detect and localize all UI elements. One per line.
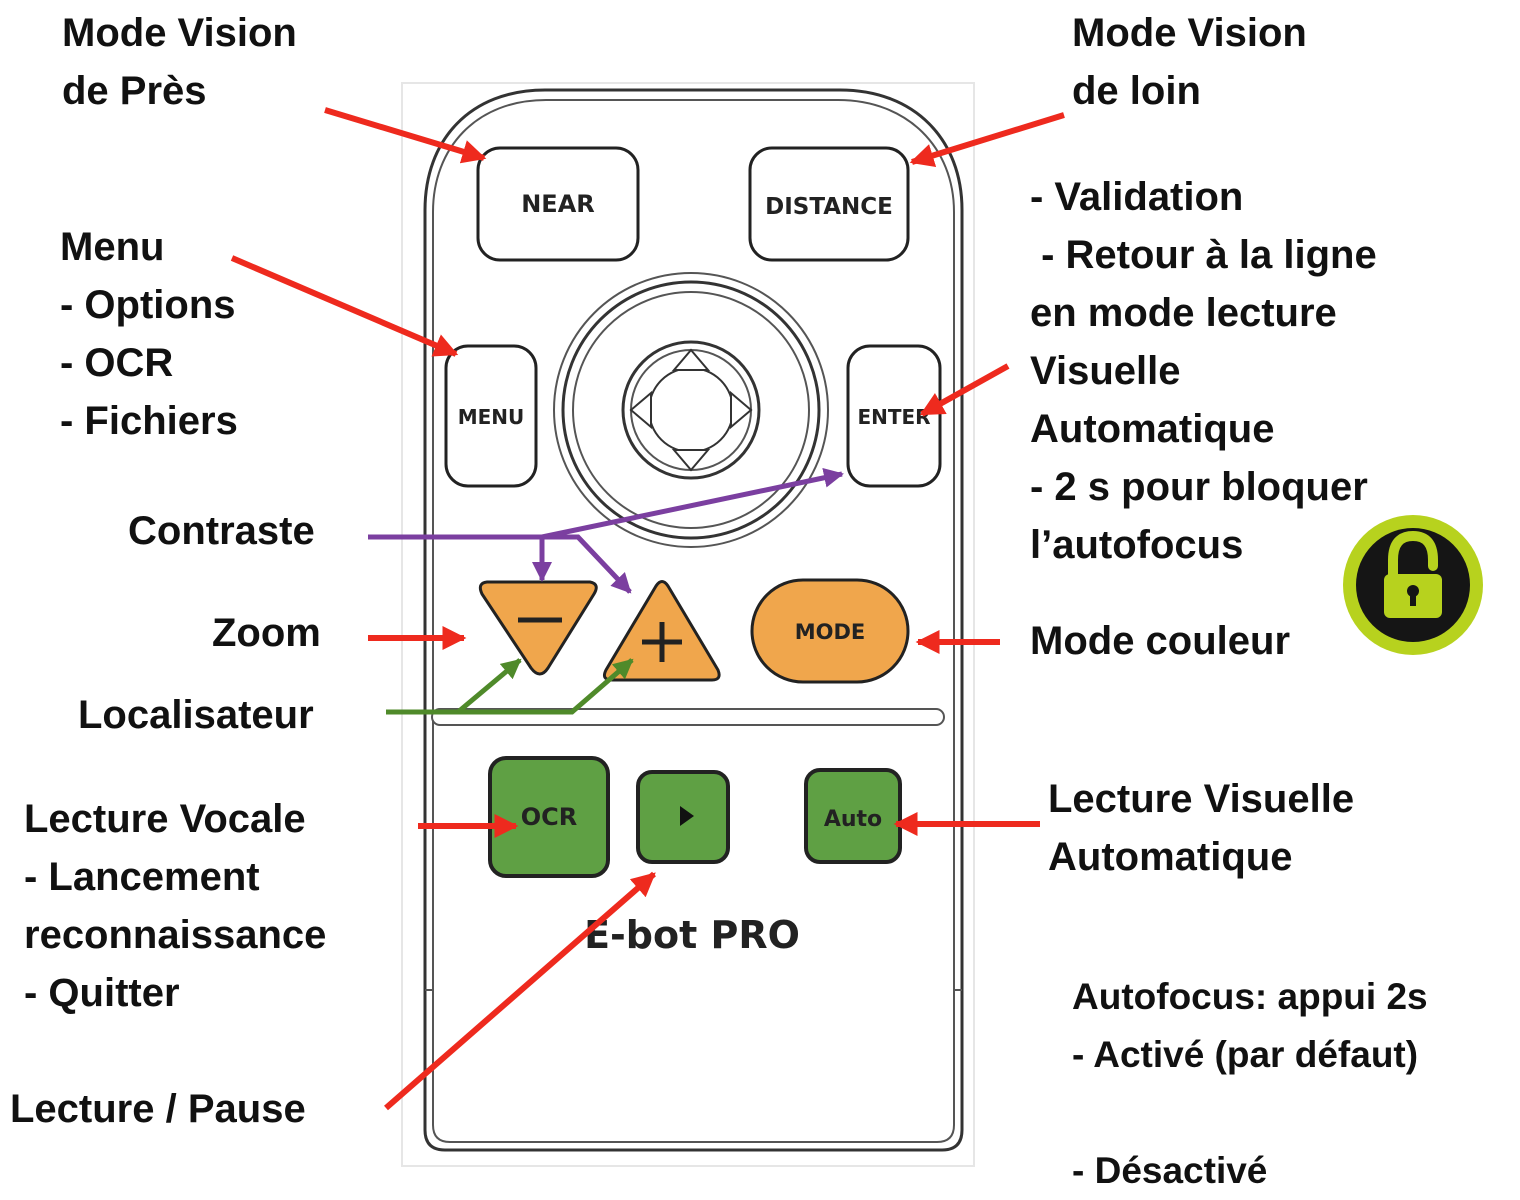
enter-button-label: ENTER bbox=[857, 405, 930, 429]
label-line: Lecture Visuelle bbox=[1048, 777, 1355, 821]
label-line: Menu bbox=[60, 225, 165, 269]
label-ocr: Lecture Vocale - Lancement reconnaissanc… bbox=[24, 790, 326, 1022]
mode-button[interactable]: MODE bbox=[750, 578, 910, 684]
label-line: reconnaissance bbox=[24, 913, 327, 957]
remote-body bbox=[423, 88, 964, 1152]
arrow-locator-plus bbox=[386, 658, 634, 715]
lock-icon bbox=[1343, 515, 1483, 655]
dpad-right-icon[interactable] bbox=[730, 390, 753, 430]
minus-button[interactable] bbox=[478, 580, 598, 676]
plus-button[interactable] bbox=[603, 580, 721, 682]
dpad-icon[interactable] bbox=[553, 272, 829, 548]
arrow-menu bbox=[230, 255, 459, 357]
label-line: - Désactivé bbox=[1072, 1150, 1268, 1191]
distance-button[interactable]: DISTANCE bbox=[748, 146, 910, 262]
label-line: Mode Vision bbox=[1072, 11, 1307, 55]
label-line: - Options bbox=[60, 283, 236, 327]
arrow-contrast-plus bbox=[368, 534, 632, 594]
ocr-button-label: OCR bbox=[521, 803, 578, 831]
label-contrast: Contraste bbox=[128, 509, 315, 553]
label-line: - Activé (par défaut) bbox=[1072, 1034, 1419, 1075]
label-line: Visuelle bbox=[1030, 349, 1181, 393]
purple-arrows bbox=[368, 467, 844, 594]
label-auto-read: Lecture Visuelle Automatique bbox=[1048, 770, 1354, 886]
auto-button[interactable]: Auto bbox=[804, 768, 902, 864]
label-line bbox=[1072, 1084, 1428, 1142]
label-line: de Près bbox=[62, 69, 207, 113]
label-line: - Quitter bbox=[24, 971, 180, 1015]
label-line: Autofocus: appui 2s bbox=[1072, 976, 1428, 1017]
mode-button-label: MODE bbox=[795, 620, 866, 644]
arrow-enter bbox=[919, 363, 1010, 417]
red-arrows bbox=[230, 107, 1065, 1111]
label-line: - Retour à la ligne bbox=[1030, 233, 1377, 277]
arrow-contrast-enter bbox=[541, 467, 844, 540]
label-distance-mode: Mode Vision de loin bbox=[1072, 4, 1307, 120]
dpad-down-icon[interactable] bbox=[671, 449, 711, 472]
auto-button-label: Auto bbox=[824, 807, 882, 832]
label-line: - OCR bbox=[60, 341, 174, 385]
arrow-near bbox=[324, 107, 487, 164]
label-line: - Fichiers bbox=[60, 399, 238, 443]
ocr-button[interactable]: OCR bbox=[488, 756, 610, 878]
distance-button-label: DISTANCE bbox=[765, 194, 893, 220]
menu-button[interactable]: MENU bbox=[444, 344, 538, 488]
label-line: - 2 s pour bloquer bbox=[1030, 465, 1368, 509]
label-line: - Validation bbox=[1030, 175, 1244, 219]
play-icon bbox=[680, 806, 694, 826]
label-zoom: Zoom bbox=[212, 611, 321, 655]
brand-label: E-bot PRO bbox=[584, 913, 800, 957]
dpad-up-icon[interactable] bbox=[671, 348, 711, 371]
label-menu: Menu - Options - OCR - Fichiers bbox=[60, 218, 238, 450]
enter-button[interactable]: ENTER bbox=[846, 344, 942, 488]
dpad-left-icon[interactable] bbox=[629, 390, 652, 430]
arrow-play bbox=[384, 871, 656, 1111]
label-near-mode: Mode Vision de Près bbox=[62, 4, 297, 120]
play-button[interactable] bbox=[636, 770, 730, 864]
near-button[interactable]: NEAR bbox=[476, 146, 640, 262]
label-line: - Lancement bbox=[24, 855, 260, 899]
arrow-locator-minus bbox=[456, 658, 522, 714]
label-play-pause: Lecture / Pause bbox=[10, 1087, 306, 1131]
label-line: Mode Vision bbox=[62, 11, 297, 55]
menu-button-label: MENU bbox=[458, 405, 525, 429]
label-locator: Localisateur bbox=[78, 693, 314, 737]
label-autofocus: Autofocus: appui 2s - Activé (par défaut… bbox=[1072, 968, 1428, 1200]
label-enter: - Validation - Retour à la ligne en mode… bbox=[1030, 168, 1377, 574]
label-line: Automatique bbox=[1030, 407, 1275, 451]
label-line: l’autofocus bbox=[1030, 523, 1244, 567]
label-line: Automatique bbox=[1048, 835, 1293, 879]
label-color-mode: Mode couleur bbox=[1030, 619, 1291, 663]
near-button-label: NEAR bbox=[521, 190, 595, 218]
label-line: Lecture Vocale bbox=[24, 797, 306, 841]
green-arrows bbox=[386, 658, 634, 715]
label-line: de loin bbox=[1072, 69, 1201, 113]
arrow-distance bbox=[909, 112, 1065, 168]
label-line: en mode lecture bbox=[1030, 291, 1337, 335]
